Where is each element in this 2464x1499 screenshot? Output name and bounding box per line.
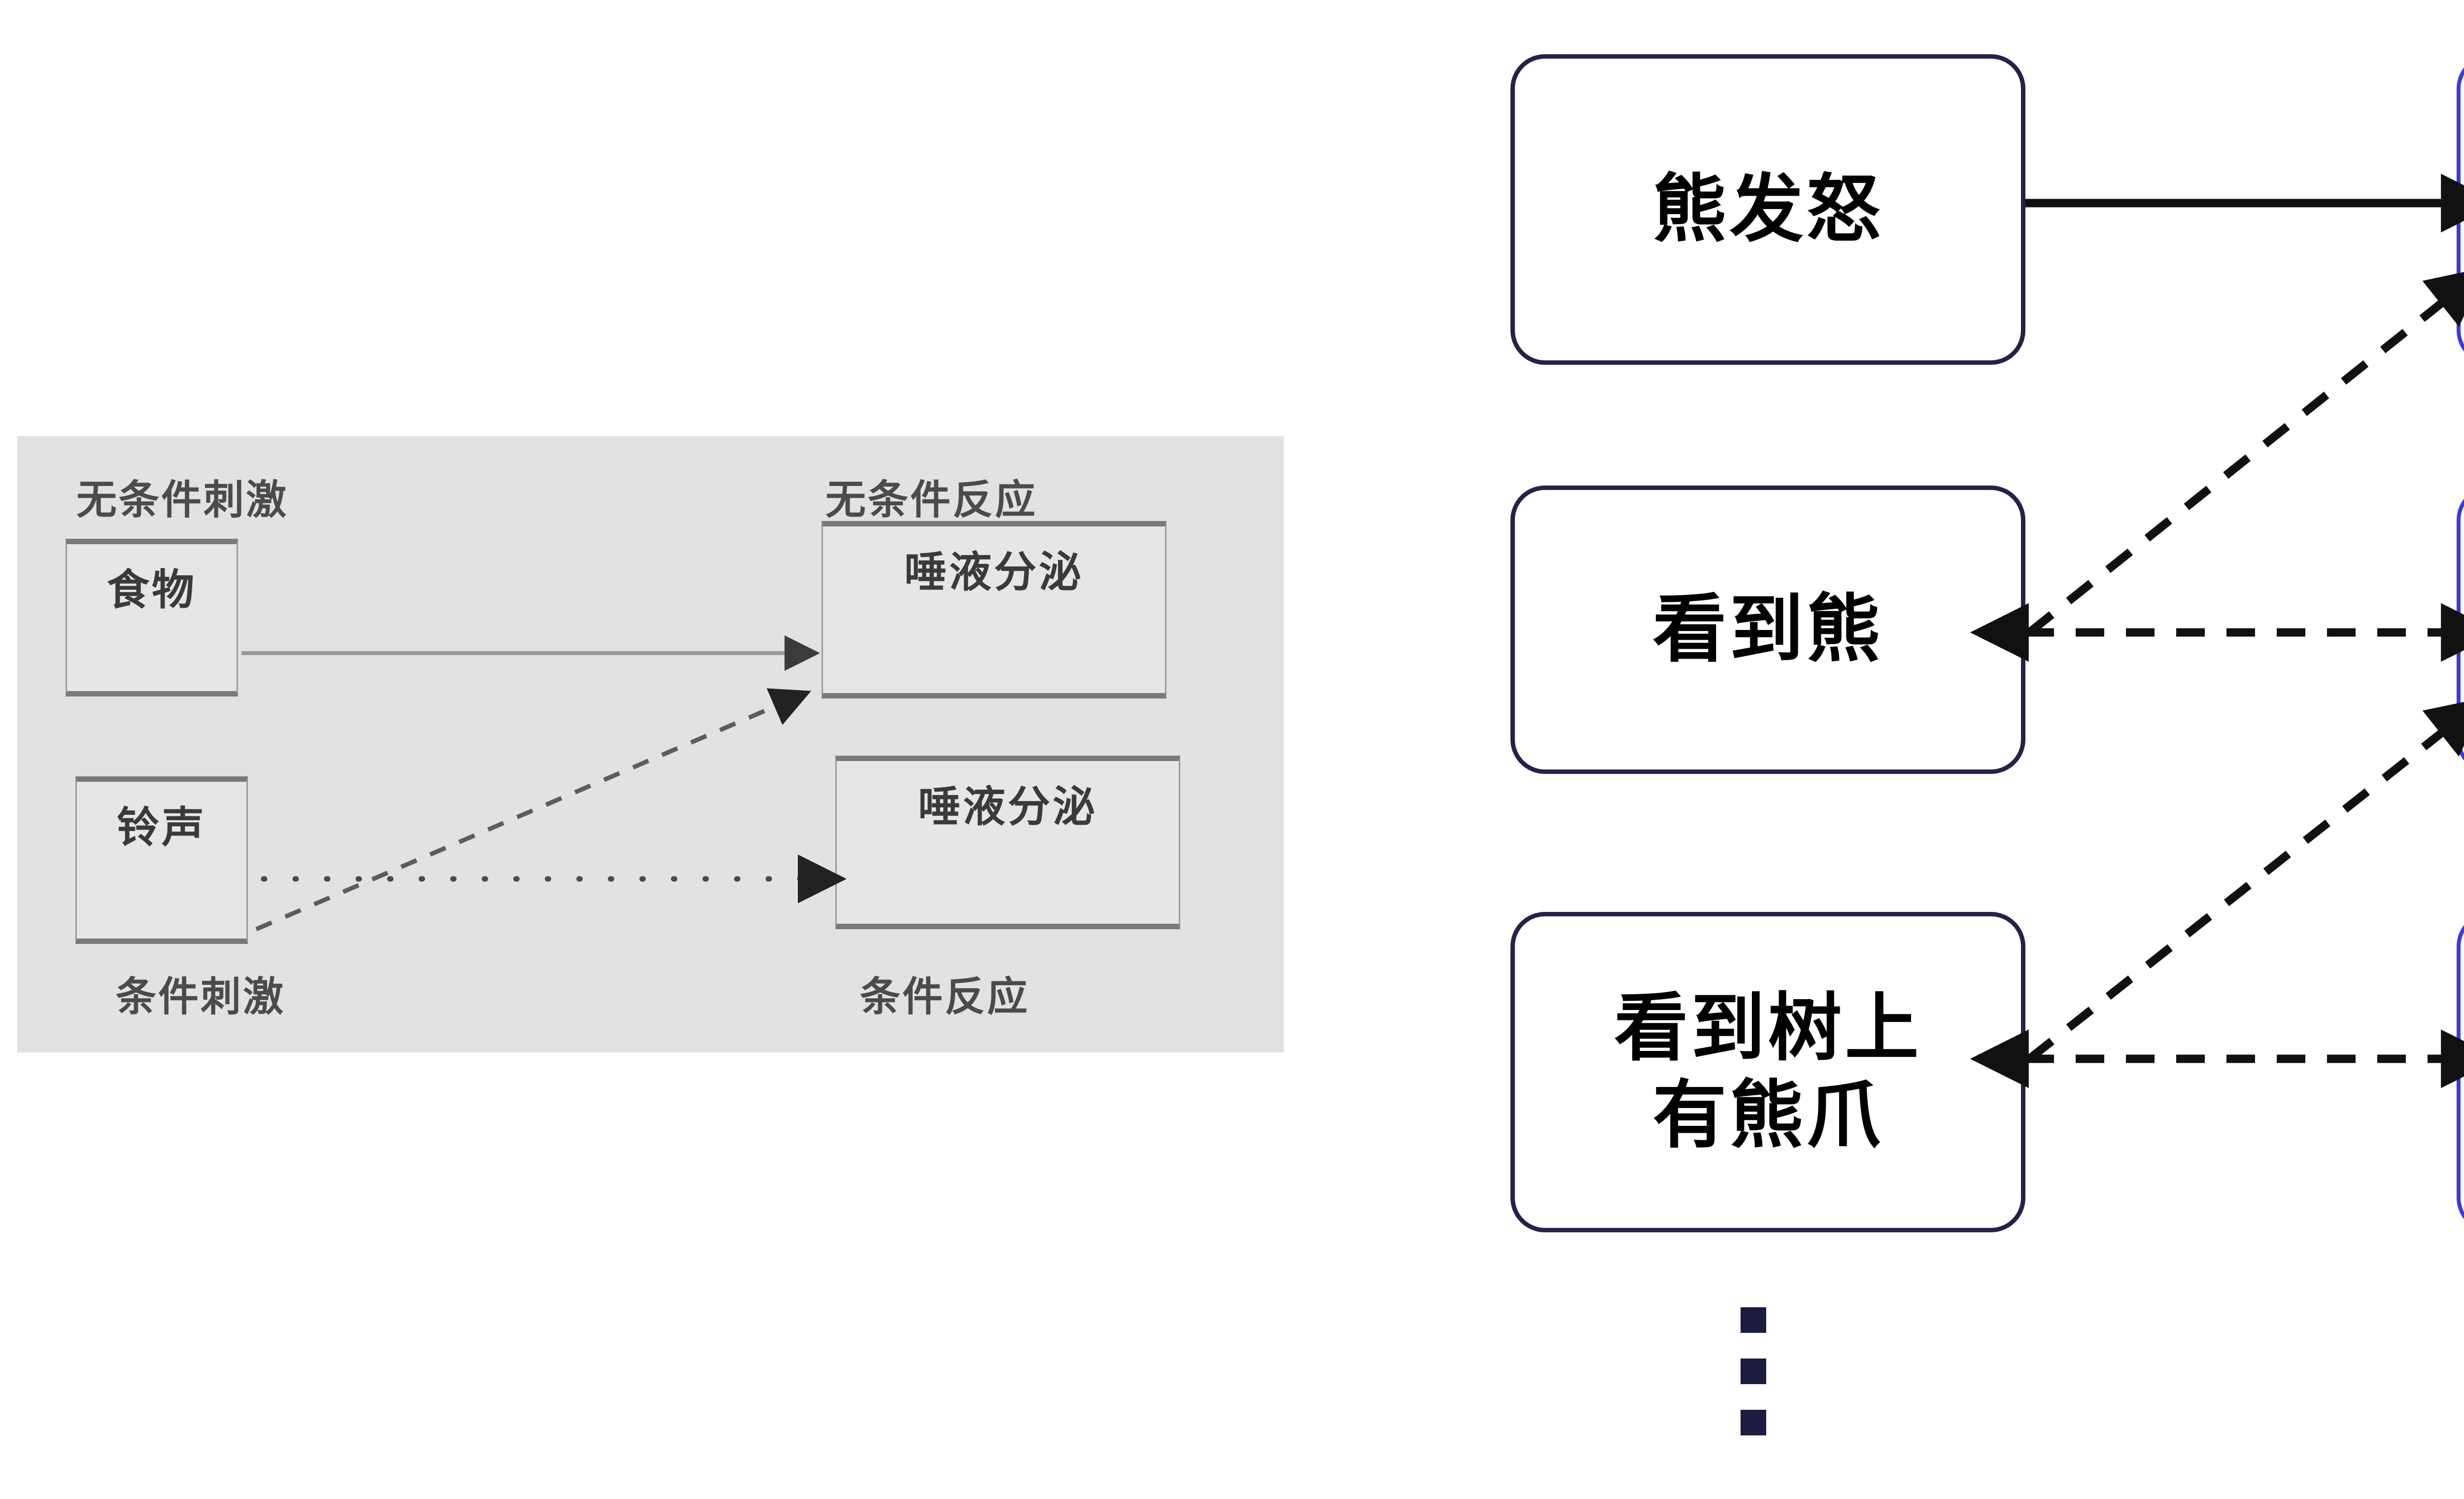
classical-conditioning-panel: 无条件刺激 无条件反应 条件刺激 条件反应 食物 唾液分泌 铃声 唾液分泌 [17,436,1284,1052]
node-bear-angry-label: 熊发怒 [1652,166,1883,252]
ellipsis-dot [1741,1410,1766,1435]
node-see-claw-on-tree-label: 看到树上 有熊爪 [1614,985,1922,1158]
edge-see-bear-to-reward [2026,267,2464,636]
ellipsis-dot [1741,1359,1766,1384]
ellipsis-left-column [1741,1307,1766,1435]
cc-box-salivation-top: 唾液分泌 [821,521,1166,698]
node-see-bear[interactable]: 看到熊 [1510,486,2025,774]
edge-see-claw-to-value-next-state [2026,697,2464,1062]
cc-box-food: 食物 [66,539,238,697]
node-see-bear-label: 看到熊 [1652,587,1883,672]
label-unconditioned-stimulus: 无条件刺激 [76,477,289,523]
cc-box-bell: 铃声 [75,776,248,944]
cc-arrow-layer [241,635,847,932]
node-reward[interactable]: 奖励 [2457,54,2464,365]
label-conditioned-response: 条件反应 [860,974,1030,1020]
cc-box-food-label: 食物 [107,565,197,615]
cc-box-bell-label: 铃声 [117,803,206,852]
cc-box-salivation-bottom: 唾液分泌 [835,756,1180,929]
node-see-claw-on-tree[interactable]: 看到树上 有熊爪 [1510,912,2025,1232]
node-value-next-state[interactable]: V(s′) [2457,486,2464,774]
cc-box-salivation-bottom-label: 唾液分泌 [918,782,1097,832]
label-conditioned-stimulus: 条件刺激 [116,974,286,1020]
ellipsis-dot [1741,1307,1766,1333]
arrow-bell-to-salivation-top [255,688,812,932]
node-value-state[interactable]: V(s) [2457,912,2464,1232]
node-bear-angry[interactable]: 熊发怒 [1510,54,2025,365]
cc-box-salivation-top-label: 唾液分泌 [904,548,1084,597]
label-unconditioned-response: 无条件反应 [825,477,1038,523]
